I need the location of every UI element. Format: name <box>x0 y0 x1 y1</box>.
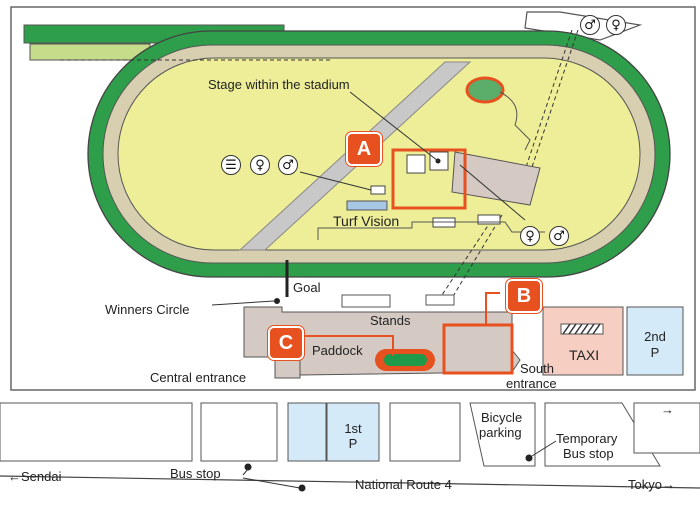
block-2 <box>200 402 278 462</box>
turf-vision-label: Turf Vision <box>333 213 400 229</box>
block-4 <box>633 402 700 454</box>
goal-label: Goal <box>293 280 321 295</box>
bus-stop-dot-1 <box>244 463 252 471</box>
female-toilet-icon: ♀ <box>606 15 626 35</box>
tunnel-dash-d <box>451 214 503 299</box>
national-route-label: National Route 4 <box>355 477 452 492</box>
paddock-label: Paddock <box>312 343 363 358</box>
sendai-direction-label: ←Sendai <box>8 469 62 484</box>
stand-pavilion-2 <box>425 294 455 306</box>
marker-a[interactable]: A <box>346 132 382 166</box>
central-entrance-block <box>274 357 301 379</box>
marker-c[interactable]: C <box>268 326 304 360</box>
block-3 <box>389 402 461 462</box>
stage-leader <box>349 91 439 162</box>
tunnel-dash-c <box>439 214 496 299</box>
parking-2nd <box>626 306 684 376</box>
east-arrow-label: → <box>661 402 674 417</box>
parking-2nd-label-2: P <box>650 345 660 360</box>
paddock-ring <box>384 354 427 366</box>
stage-hut-1 <box>406 154 426 174</box>
kiosk <box>370 185 386 195</box>
stands-label: Stands <box>370 313 411 328</box>
area-b-box <box>442 323 514 375</box>
bus-stop-leader-1 <box>242 468 249 476</box>
pond <box>465 76 505 104</box>
female-toilet-icon: ♀ <box>520 226 540 246</box>
temporary-bus-area <box>544 402 661 467</box>
restaurant-icon: ☰ <box>221 155 241 175</box>
stage-label: Stage within the stadium <box>208 77 350 92</box>
top-grass-lane <box>29 43 151 61</box>
male-toilet-icon: ♂ <box>278 155 298 175</box>
male-toilet-icon: ♂ <box>549 226 569 246</box>
temp-bus-leader <box>531 440 557 457</box>
block-1 <box>0 402 193 462</box>
bicycle-parking-label-1: Bicycle <box>481 410 523 425</box>
bicycle-parking <box>469 402 536 467</box>
taxi-area <box>542 306 624 376</box>
tunnel-dash-a <box>524 29 573 171</box>
parking-1st <box>326 402 380 462</box>
infield-shed-2 <box>477 214 501 225</box>
taxi-hatch <box>562 323 601 335</box>
toilet-leader-2 <box>459 164 526 221</box>
female-toilet-icon: ♀ <box>250 155 270 175</box>
toilet-leader-1 <box>299 171 372 191</box>
temporary-bus-label-2: Bus stop <box>563 446 614 461</box>
bus-stop-leader-2 <box>242 477 301 489</box>
temporary-bus-label-1: Temporary <box>556 431 618 446</box>
central-entrance-label: Central entrance <box>150 370 247 385</box>
area-a-box <box>391 148 467 210</box>
south-entrance-label-1: South <box>520 361 554 376</box>
bicycle-parking-label-2: parking <box>479 425 522 440</box>
male-toilet-icon: ♂ <box>580 15 600 35</box>
winners-circle-leader <box>211 300 275 306</box>
marker-b[interactable]: B <box>506 279 542 313</box>
national-route-line <box>0 475 700 489</box>
path-outline <box>499 91 531 151</box>
turf-vision-screen <box>346 200 388 211</box>
area-b-leader <box>485 292 500 325</box>
tokyo-direction-label: Tokyo→ <box>628 477 675 492</box>
bus-stop-label: Bus stop <box>170 466 221 481</box>
parking-1st-label-2: P <box>348 436 358 451</box>
infield-building <box>451 151 541 206</box>
area-c-leader <box>300 335 394 356</box>
parking-1st-a <box>287 402 327 462</box>
stand-pavilion-1 <box>341 294 391 308</box>
taxi-label: TAXI <box>569 347 600 363</box>
bicycle-parking-dot <box>525 454 533 462</box>
parking-1st-label-1: 1st <box>344 421 362 436</box>
parking-2nd-label-1: 2nd <box>644 329 666 344</box>
infield-fence <box>317 221 545 240</box>
south-entrance-label-2: entrance <box>506 376 557 391</box>
winners-circle-dot <box>274 298 280 304</box>
tunnel-dash-b <box>530 29 579 171</box>
bus-stop-dot-2 <box>298 484 306 492</box>
winners-circle-label: Winners Circle <box>105 302 190 317</box>
